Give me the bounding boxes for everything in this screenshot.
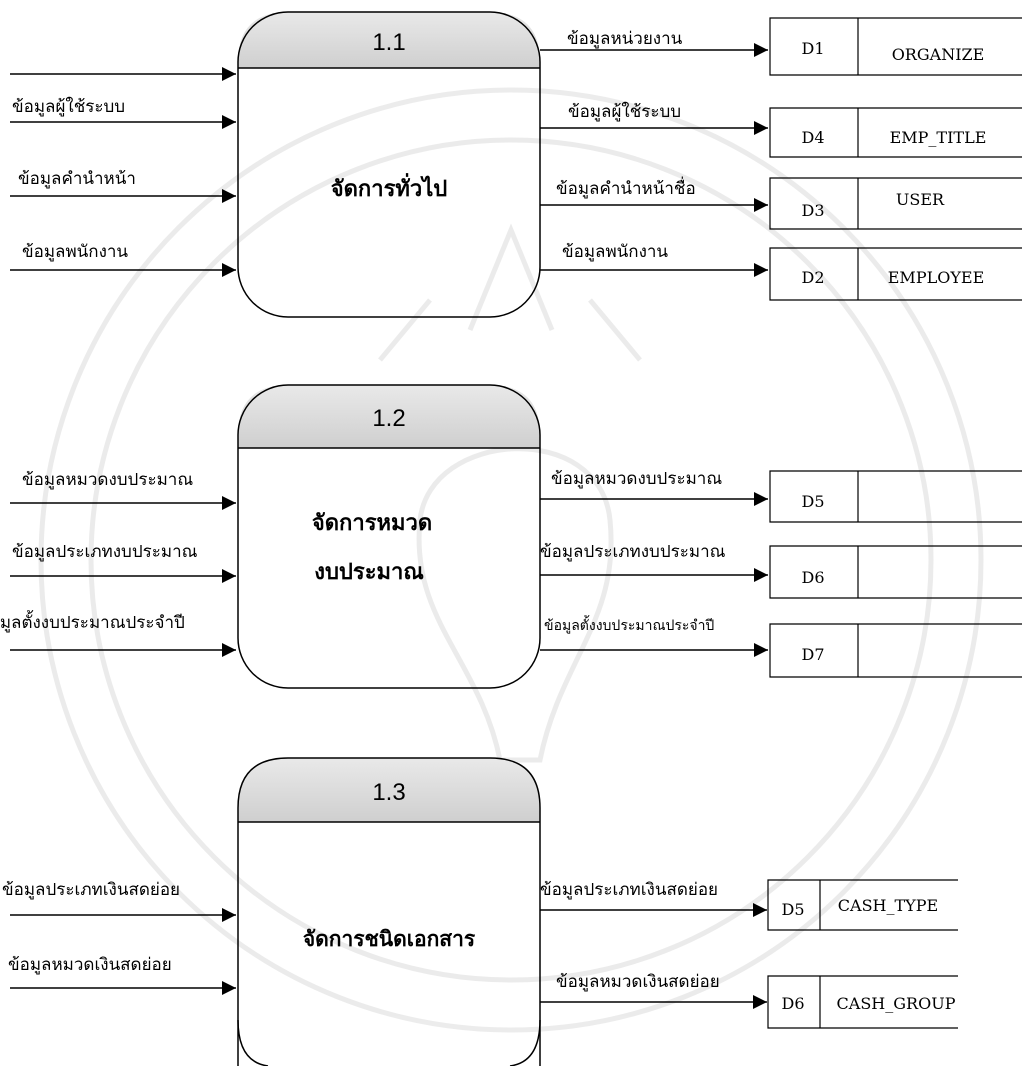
data-store: D6 CASH_GROUP	[767, 975, 958, 1029]
process-name-line: จัดการหมวด	[312, 510, 432, 535]
input-flow-label: ข้อมูลหมวดเงินสดย่อย	[8, 955, 172, 975]
input-flow-label: ข้อมูลหมวดงบประมาณ	[22, 470, 193, 490]
input-flow-label: ข้อมูลผู้ใช้ระบบ	[12, 96, 125, 117]
output-flow-label: ข้อมูลประเภทงบประมาณ	[540, 542, 726, 562]
input-flow-label: ข้อมูลพนักงาน	[22, 242, 128, 262]
data-store: D3 USER	[769, 177, 1022, 230]
process-outline	[237, 384, 541, 689]
process-name-line: งบประมาณ	[314, 559, 424, 584]
input-flow-label: ข้อมูลประเภทเงินสดย่อย	[2, 880, 180, 900]
data-store-id: D3	[801, 201, 824, 220]
process-1-1: 1.1 จัดการทั่วไป ข้อมูลผู้ใช้ระบบ ข้อมูล…	[10, 11, 1022, 318]
data-store-id: D2	[801, 268, 824, 287]
data-store-id: D1	[801, 39, 824, 58]
output-flow-label: ข้อมูลหน่วยงาน	[567, 29, 683, 49]
data-store: D7	[769, 623, 1022, 678]
process-name-line: จัดการชนิดเอกสาร	[303, 928, 476, 951]
data-store: D2 EMPLOYEE	[769, 247, 1022, 301]
output-flow-label: ข้อมูลหมวดงบประมาณ	[551, 469, 722, 489]
data-store-id: D6	[801, 568, 824, 587]
data-store: D1 ORGANIZE	[769, 17, 1022, 76]
process-number: 1.1	[372, 29, 405, 56]
process-1-3: 1.3 จัดการชนิดเอกสาร ข้อมูลประเภทเงินสดย…	[2, 757, 958, 1066]
data-store-name: EMP_TITLE	[890, 128, 987, 147]
process-box	[238, 758, 540, 822]
process-number: 1.3	[372, 779, 405, 806]
process-name-line: จัดการทั่วไป	[331, 172, 448, 201]
process-1-2: 1.2 จัดการหมวด งบประมาณ ข้อมูลหมวดงบประม…	[0, 384, 1022, 689]
watermark-seal	[38, 87, 984, 1033]
output-flow-label: ข้อมูลตั้งงบประมาณประจำปี	[544, 615, 714, 634]
data-store: D6	[769, 545, 1022, 599]
data-store-name: USER	[896, 190, 945, 209]
process-outline	[237, 11, 541, 318]
output-flow-label: ข้อมูลผู้ใช้ระบบ	[568, 101, 681, 122]
data-store-id: D4	[801, 128, 824, 147]
data-store-id: D6	[781, 994, 804, 1013]
input-flow-label: ข้อมูลประเภทงบประมาณ	[12, 542, 198, 562]
data-store-name: CASH_GROUP	[837, 994, 956, 1013]
data-store-name: EMPLOYEE	[888, 268, 985, 287]
data-store-name: ORGANIZE	[892, 45, 985, 64]
data-store: D5 CASH_TYPE	[767, 879, 958, 931]
input-flow-label: ข้อมูลตั้งงบประมาณประจำปี	[0, 610, 185, 633]
output-flow-label: ข้อมูลหมวดเงินสดย่อย	[556, 972, 720, 992]
process-box	[238, 12, 540, 68]
data-store: D5	[769, 470, 1022, 523]
process-number: 1.2	[372, 405, 405, 432]
data-store: D4 EMP_TITLE	[769, 107, 1022, 158]
data-store-id: D5	[781, 900, 804, 919]
process-box	[238, 385, 540, 448]
data-store-name: CASH_TYPE	[838, 896, 938, 915]
data-store-id: D5	[801, 492, 824, 511]
output-flow-label: ข้อมูลประเภทเงินสดย่อย	[540, 880, 718, 900]
data-store-id: D7	[801, 645, 824, 664]
output-flow-label: ข้อมูลคำนำหน้าชื่อ	[556, 176, 696, 199]
process-outline	[237, 757, 541, 1066]
output-flow-label: ข้อมูลพนักงาน	[562, 242, 668, 262]
process-bottom-corner	[237, 1019, 541, 1066]
input-flow-label: ข้อมูลคำนำหน้า	[18, 169, 136, 189]
